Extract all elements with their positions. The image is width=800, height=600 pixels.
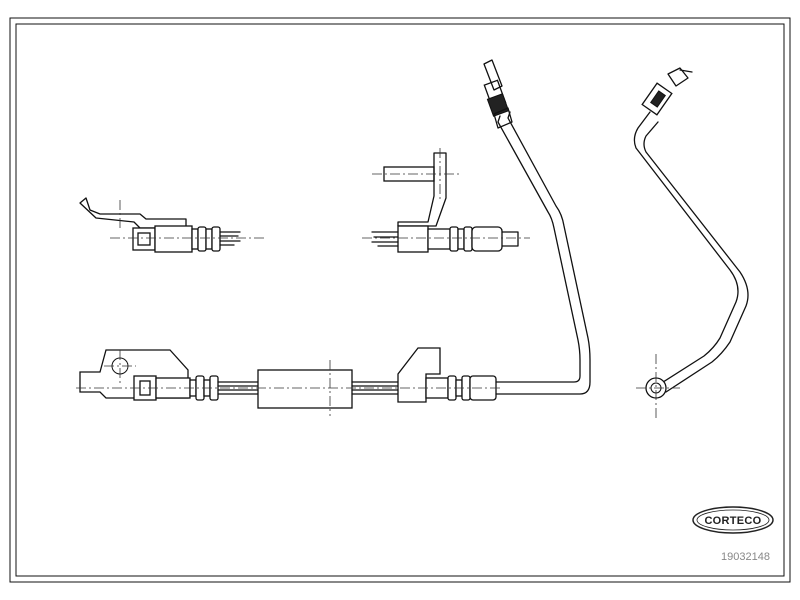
bracket-fitting-left [79, 197, 265, 253]
drawing-frame [9, 17, 791, 583]
corteco-logo: CORTECO [692, 506, 774, 534]
bracket-fitting-middle [362, 148, 530, 253]
part-number: 19032148 [721, 551, 770, 563]
main-hose-assembly [76, 347, 500, 416]
logo-text: CORTECO [704, 515, 761, 527]
brake-pipe-center [483, 59, 591, 395]
brake-pipe-right [633, 67, 749, 418]
